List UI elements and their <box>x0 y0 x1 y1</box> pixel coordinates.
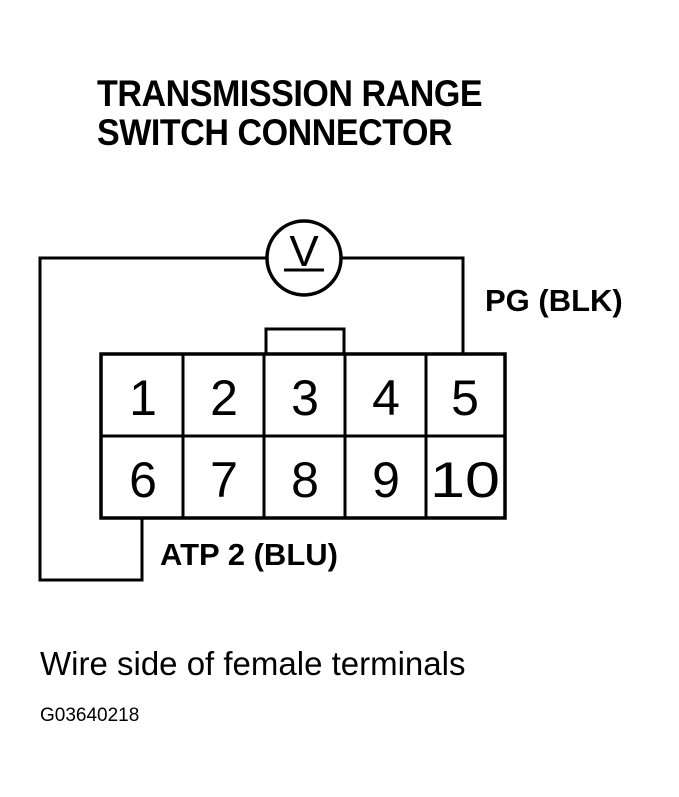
pg-wire-label: PG (BLK) <box>485 283 623 318</box>
pin-6: 6 <box>129 452 157 508</box>
pin-8: 8 <box>291 452 319 508</box>
pg-wire <box>341 256 465 355</box>
connector-body <box>99 327 507 520</box>
figure-code: G03640218 <box>40 705 140 726</box>
pin-4: 4 <box>372 370 400 426</box>
atp2-wire <box>38 256 267 582</box>
pin-10: 10 <box>430 452 500 508</box>
pin-9: 9 <box>372 452 400 508</box>
diagram-caption: Wire side of female terminals <box>40 645 466 682</box>
diagram-title: TRANSMISSION RANGE SWITCH CONNECTOR <box>97 74 612 152</box>
pin-7: 7 <box>210 452 238 508</box>
pin-3: 3 <box>291 370 319 426</box>
atp2-wire-label: ATP 2 (BLU) <box>160 537 338 572</box>
pin-1: 1 <box>129 370 157 426</box>
pin-2: 2 <box>210 370 238 426</box>
voltmeter-symbol: V <box>289 227 319 276</box>
title-line-1: TRANSMISSION RANGE <box>97 73 483 114</box>
pin-5: 5 <box>451 370 479 426</box>
title-line-2: SWITCH CONNECTOR <box>97 112 453 153</box>
voltmeter-icon: V <box>265 219 343 297</box>
